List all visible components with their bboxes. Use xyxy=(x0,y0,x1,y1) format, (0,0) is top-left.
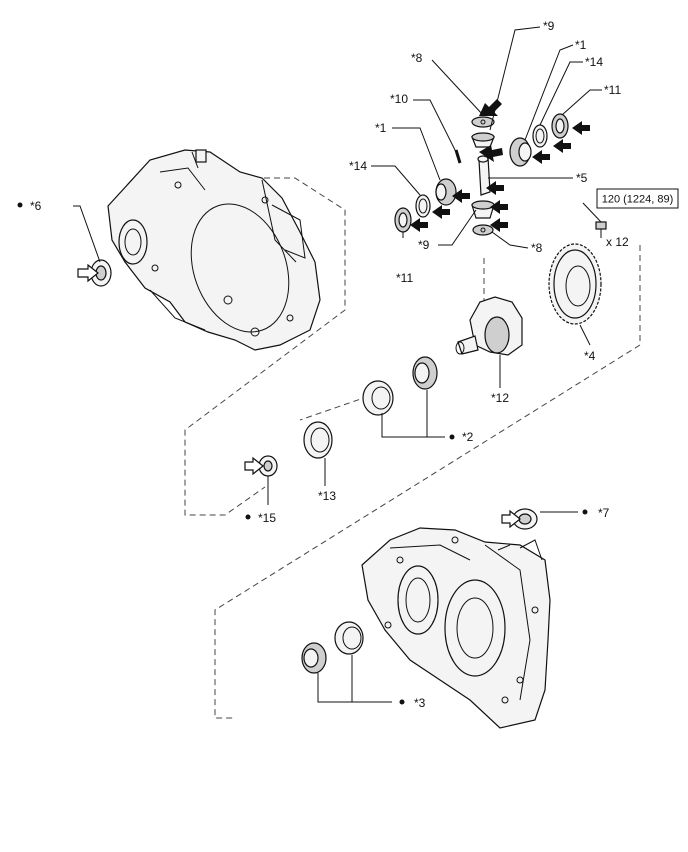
arrow-icon xyxy=(410,218,428,232)
ring-gear-bolt xyxy=(582,202,607,238)
straight-pin xyxy=(454,149,462,164)
label-part-11-right: *11 xyxy=(604,83,621,97)
arrow-icon xyxy=(490,218,508,232)
label-part-8-lower: *8 xyxy=(531,241,543,255)
bullet-dot xyxy=(245,514,251,520)
arrow-icon xyxy=(452,189,470,203)
thrust-washer-left xyxy=(394,194,431,233)
side-gear-left xyxy=(435,178,457,206)
label-part-15: *15 xyxy=(258,511,276,525)
installation-arrows xyxy=(410,99,590,232)
oil-seal-left xyxy=(90,259,112,287)
torque-spec-box: 120 (1224, 89) x 12 xyxy=(596,188,679,249)
label-part-2: *2 xyxy=(462,430,474,444)
bullet-dot xyxy=(449,434,455,440)
bearing-race-upper xyxy=(362,380,394,416)
bearing-race-lower xyxy=(334,621,364,655)
label-part-12: *12 xyxy=(491,391,509,405)
bullets xyxy=(17,202,588,705)
pinion-gear-upper xyxy=(471,116,495,148)
leader-lines xyxy=(73,26,602,703)
label-part-8-upper: *8 xyxy=(411,51,423,65)
arrow-icon xyxy=(553,139,571,153)
label-part-4: *4 xyxy=(584,349,596,363)
side-gear-right xyxy=(509,137,532,167)
arrow-icon xyxy=(486,181,504,195)
label-part-11-left: *11 xyxy=(396,271,413,285)
arrow-icon xyxy=(479,145,503,162)
label-part-10: *10 xyxy=(390,92,408,106)
arrow-outline-icon xyxy=(244,456,264,476)
label-part-5: *5 xyxy=(576,171,588,185)
label-part-14-right: *14 xyxy=(585,55,603,69)
transmission-housing-upper xyxy=(107,149,321,351)
label-part-13: *13 xyxy=(318,489,336,503)
ring-gear xyxy=(548,243,602,325)
arrow-icon xyxy=(432,205,450,219)
arrow-icon xyxy=(532,150,550,164)
transmission-housing-lower xyxy=(361,527,551,729)
tapered-bearing-lower xyxy=(301,642,327,674)
thrust-washer-right xyxy=(532,113,569,148)
label-part-3: *3 xyxy=(414,696,426,710)
label-part-6: *6 xyxy=(30,199,42,213)
outline-arrows xyxy=(77,263,521,529)
arrow-icon xyxy=(490,200,508,214)
tapered-bearing-upper xyxy=(412,356,438,390)
arrow-outline-icon xyxy=(77,263,99,283)
label-part-1-right: *1 xyxy=(575,38,587,52)
torque-spec: 120 (1224, 89) xyxy=(602,194,674,206)
label-part-1-left: *1 xyxy=(375,121,387,135)
differential-case xyxy=(455,296,523,356)
bolt-quantity: x 12 xyxy=(606,235,629,249)
pinion-shaft xyxy=(477,155,491,196)
arrow-outline-icon xyxy=(501,509,521,529)
part-labels: *6 *8 *9 *1 *14 *11 *10 *1 *14 *5 *9 *8 … xyxy=(30,19,621,710)
arrow-icon xyxy=(572,121,590,135)
shim xyxy=(303,421,333,459)
bullet-dot xyxy=(582,509,588,515)
pinion-gear-lower xyxy=(471,200,495,236)
label-part-7: *7 xyxy=(598,506,610,520)
label-part-14-left: *14 xyxy=(349,159,367,173)
bullet-dot xyxy=(17,202,23,208)
arrow-icon xyxy=(479,99,502,116)
bullet-dot xyxy=(399,699,405,705)
label-part-9-lower: *9 xyxy=(418,238,430,252)
label-part-9-upper: *9 xyxy=(543,19,555,33)
